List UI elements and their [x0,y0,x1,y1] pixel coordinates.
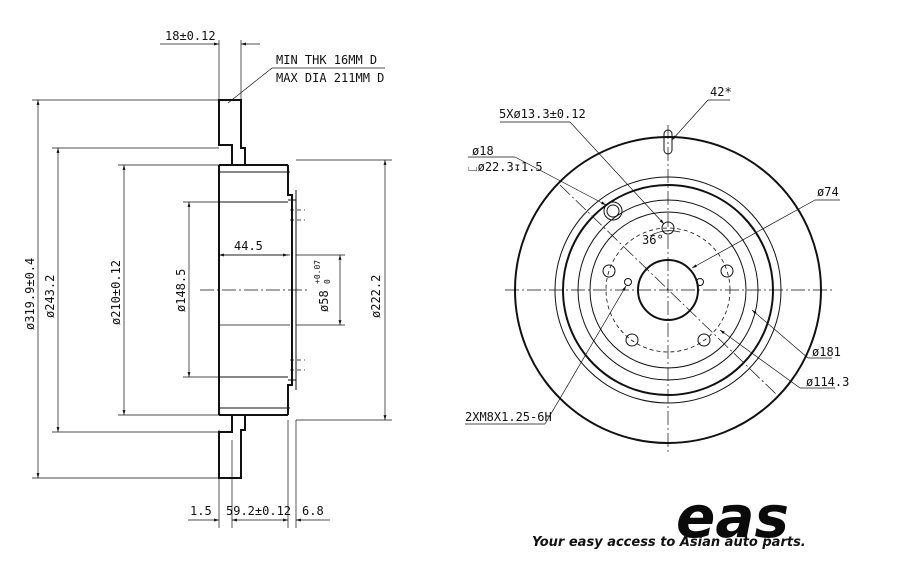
dim-1-5: 1.5 [190,504,212,518]
threads-dim: 2XM8X1.25-6H [465,410,552,424]
note-min-thk: MIN THK 16MM D [276,53,377,67]
brand-tagline: Your easy access to Asian auto parts. [532,535,806,550]
counterbore-hole-inner [606,204,620,218]
rotor-outer-circle [514,136,822,444]
leader-threads [544,285,627,425]
stud-holes [602,221,734,347]
note-leader [227,67,273,104]
dia-222-dim: ø222.2 [369,275,383,318]
leader-pcd [719,329,801,389]
front-center-diagonal [559,184,778,396]
hat-depth-dim: 44.5 [234,239,263,253]
dim-6-8: 6.8 [302,504,324,518]
dia-148-dim: ø148.5 [174,269,188,312]
stud-hole [602,264,616,278]
rotor-ring-top [218,99,246,166]
leader-181 [751,309,809,359]
center-bore-tol-upper: +0.07 [313,260,322,284]
leader-42 [671,99,709,141]
brand-logo: eas [676,483,789,551]
front-view: 5Xø13.3±0.12 ø18 ⌴ø22.3↧1.5 42* 36° ø74 … [465,85,849,455]
dia-74-dim: ø74 [817,185,839,199]
note-max-dia: MAX DIA 211MM D [276,71,384,85]
drum-dia-dim: ø210±0.12 [109,260,123,325]
slot-42-dim: 42* [710,85,732,99]
friction-inner-circle [554,176,782,404]
side-view: 18±0.12 MIN THK 16MM D MAX DIA 211MM D ø… [23,29,392,528]
thread-hole [624,278,632,286]
center-bore-dim: ø58 [317,290,331,312]
stud-hole [720,264,734,278]
angle-36-dim: 36° [642,233,664,247]
hat-inner-circle [577,199,759,381]
slot-mark [663,129,673,155]
height-dim: 59.2±0.12 [226,504,291,518]
thread-hole [696,278,704,286]
pcd-dim: ø114.3 [806,375,849,389]
leader-74 [691,199,816,269]
hat-face-circle [589,211,747,369]
stud-holes-dim: 5Xø13.3±0.12 [499,107,586,121]
dia-243-dim: ø243.2 [43,275,57,318]
stud-hole [661,221,675,235]
center-bore-tol-lower: 0 [323,279,332,284]
counterbore-hole-outer [603,201,623,221]
hat-outer-circle [562,184,774,396]
hole-18-dim: ø18 [472,144,494,158]
thickness-dim: 18±0.12 [165,29,216,43]
hat-face [287,165,293,415]
outer-dia-dim: ø319.9±0.4 [23,258,37,330]
stud-hole [625,333,639,347]
stud-hole [697,333,711,347]
leader-18 [514,156,607,206]
center-bore-circle [637,259,699,321]
brand-block: eas Your easy access to Asian auto parts… [532,483,806,551]
dia-181-dim: ø181 [812,345,841,359]
leader-studholes [569,121,665,225]
pcd-circle [605,227,731,353]
angle-36-arc [649,230,681,237]
counterbore-dim: ⌴ø22.3↧1.5 [468,160,543,174]
